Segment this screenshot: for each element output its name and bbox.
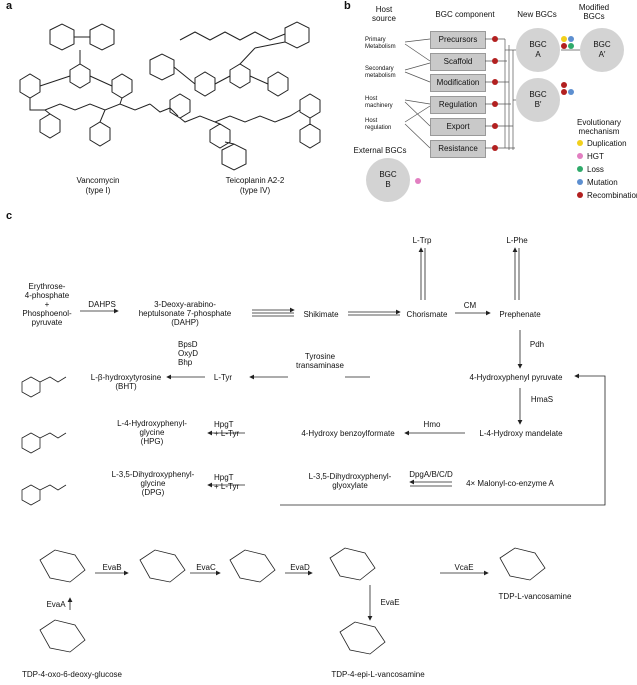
malonyl-coa: 4× Malonyl-co-enzyme A [466,479,554,488]
tdp-l-vancosamine: TDP-L-vancosamine [498,592,572,601]
vancomycin-type: (type I) [85,186,111,195]
bgc-a: BGC A [516,28,560,72]
enzyme-dpgabcd: DpgA/B/C/D [409,470,453,479]
dot-b-recombination-1 [561,82,567,88]
l-tyr: L-Tyr [213,373,233,382]
erythrose-pep: Erythrose- 4-phosphate + Phosphoenol- py… [22,282,72,327]
dot-regulation [492,101,498,107]
dot-a-mutation [568,36,574,42]
component-modification: Modification [430,74,486,92]
dahp: 3-Deoxy-arabino- heptulsonate 7-phosphat… [138,300,232,327]
bgc-b-external: BGC B [366,158,410,202]
dot-resistance [492,145,498,151]
legend-recombination: Recombination [587,191,637,200]
dot-external-hgt [415,178,421,184]
dot-a-duplication [561,36,567,42]
enzyme-evab: EvaB [102,563,122,572]
component-precursors: Precursors [430,31,486,49]
hydroxy-mandelate: L-4-Hydroxy mandelate [479,429,563,438]
header-new-bgcs: New BGCs [517,10,557,19]
component-resistance: Resistance [430,140,486,158]
host-secondary-metabolism: Secondary metabolism [365,66,396,79]
dot-modification [492,79,498,85]
chorismate: Chorismate [406,310,448,319]
dot-export [492,123,498,129]
dot-scaffold [492,58,498,64]
header-modified-bgcs: Modified BGCs [578,3,610,21]
dot-b-mutation [568,89,574,95]
enzyme-hmas: HmaS [530,395,554,404]
panel-label-c: c [6,210,13,222]
hydroxyphenyl-pyruvate: 4-Hydroxyphenyl pyruvate [469,373,563,382]
legend-title: Evolutionary mechanism [576,118,622,136]
l-trp: L-Trp [412,236,432,245]
component-regulation: Regulation [430,96,486,114]
tdp-4-oxo-6-deoxy-glucose: TDP-4-oxo-6-deoxy-glucose [21,670,123,679]
enzyme-dahps: DAHPS [88,300,116,309]
enzyme-tyrosine-transaminase: Tyrosine transaminase [295,352,345,370]
legend-loss: Loss [587,165,604,174]
host-machinery: Host machinery [365,96,393,109]
dot-b-recombination-2 [561,89,567,95]
legend-dot-hgt [577,153,583,159]
external-bgcs-label: External BGCs [353,146,407,155]
teicoplanin-name: Teicoplanin A2-2 [225,176,285,185]
prephenate: Prephenate [499,310,541,319]
hpg: L-4-Hydroxyphenyl- glycine (HPG) [117,419,187,446]
legend-hgt: HGT [587,152,604,161]
vancomycin-name: Vancomycin [76,176,120,185]
tdp-4-epi-l-vancosamine: TDP-4-epi-L-vancosamine [331,670,425,679]
enzyme-evad: EvaD [290,563,310,572]
dot-a-loss [568,43,574,49]
enzyme-hpgt-2: HpgT + L-Tyr [214,473,240,491]
hydroxy-benzoylformate: 4-Hydroxy benzoylformate [301,429,395,438]
enzyme-pdh: Pdh [529,340,545,349]
panel-label-b: b [344,0,351,12]
bgc-b-prime-label: BGC B′ [529,90,547,109]
legend-dot-duplication [577,140,583,146]
panel-label-a: a [6,0,13,12]
legend-mutation: Mutation [587,178,618,187]
bgc-a-prime: BGC A′ [580,28,624,72]
dot-precursors [492,36,498,42]
dihydroxyphenyl-glyoxylate: L-3,5-Dihydroxyphenyl- glyoxylate [308,472,392,490]
enzyme-vcae: VcaE [454,563,474,572]
bgc-a-label: BGC A [529,40,547,59]
teicoplanin-type: (type IV) [239,186,271,195]
header-host-source: Host source [371,5,396,23]
enzyme-evae: EvaE [380,598,400,607]
host-regulation: Host regulation [365,118,392,131]
enzyme-hpgt-1: HpgT + L-Tyr [214,420,240,438]
bgc-a-prime-label: BGC A′ [593,40,611,59]
enzyme-evac: EvaC [196,563,216,572]
bgc-b-prime: BGC B′ [516,78,560,122]
legend-dot-mutation [577,179,583,185]
legend-dot-loss [577,166,583,172]
dot-a-recombination [561,43,567,49]
enzyme-evaa: EvaA [46,600,66,609]
host-primary-metabolism: Primary Metabolism [365,37,396,50]
enzyme-cm: CM [463,301,477,310]
l-phe: L-Phe [506,236,528,245]
header-bgc-component: BGC component [435,10,495,19]
component-scaffold: Scaffold [430,53,486,71]
legend-duplication: Duplication [587,139,627,148]
enzyme-hmo: Hmo [423,420,441,429]
shikimate: Shikimate [303,310,339,319]
bgc-b-external-label: BGC B [379,170,397,189]
enzyme-bpsd-oxyd-bhp: BpsD OxyD Bhp [178,340,198,367]
bht: L-β-hydroxytyrosine (BHT) [90,373,162,391]
dpg: L-3,5-Dihydroxyphenyl- glycine (DPG) [111,470,195,497]
component-export: Export [430,118,486,136]
legend-dot-recombination [577,192,583,198]
